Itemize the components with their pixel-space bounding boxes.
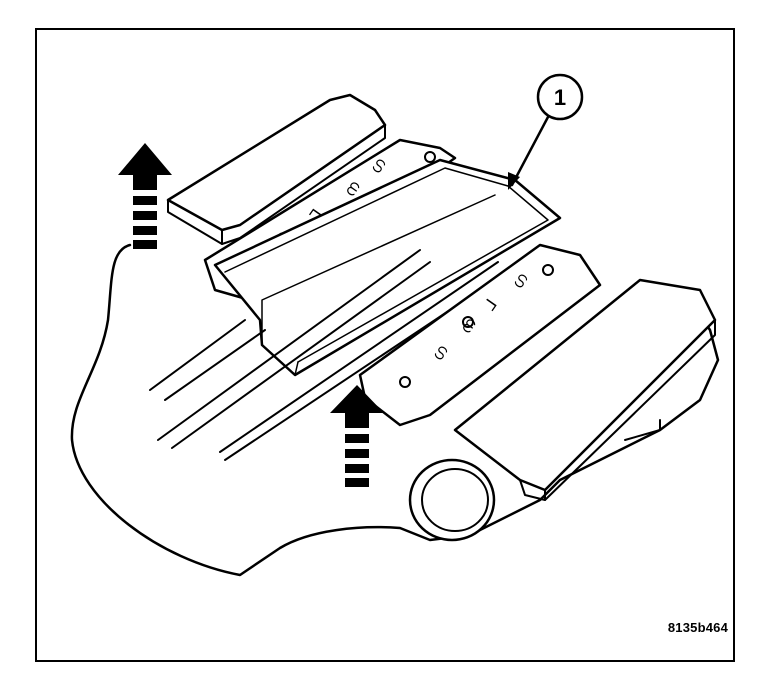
callout-label: 1: [554, 85, 566, 110]
up-arrow-icon: [118, 143, 172, 249]
callout-circle-icon: 1: [508, 73, 584, 190]
left-runner-bracket: [166, 93, 387, 232]
left-runner-lines: [149, 249, 511, 461]
up-arrow-icon: [330, 385, 384, 487]
oil-fill-opening: [408, 458, 496, 542]
center-cover: [213, 158, 562, 377]
figure-id: 8135b464: [667, 620, 728, 635]
